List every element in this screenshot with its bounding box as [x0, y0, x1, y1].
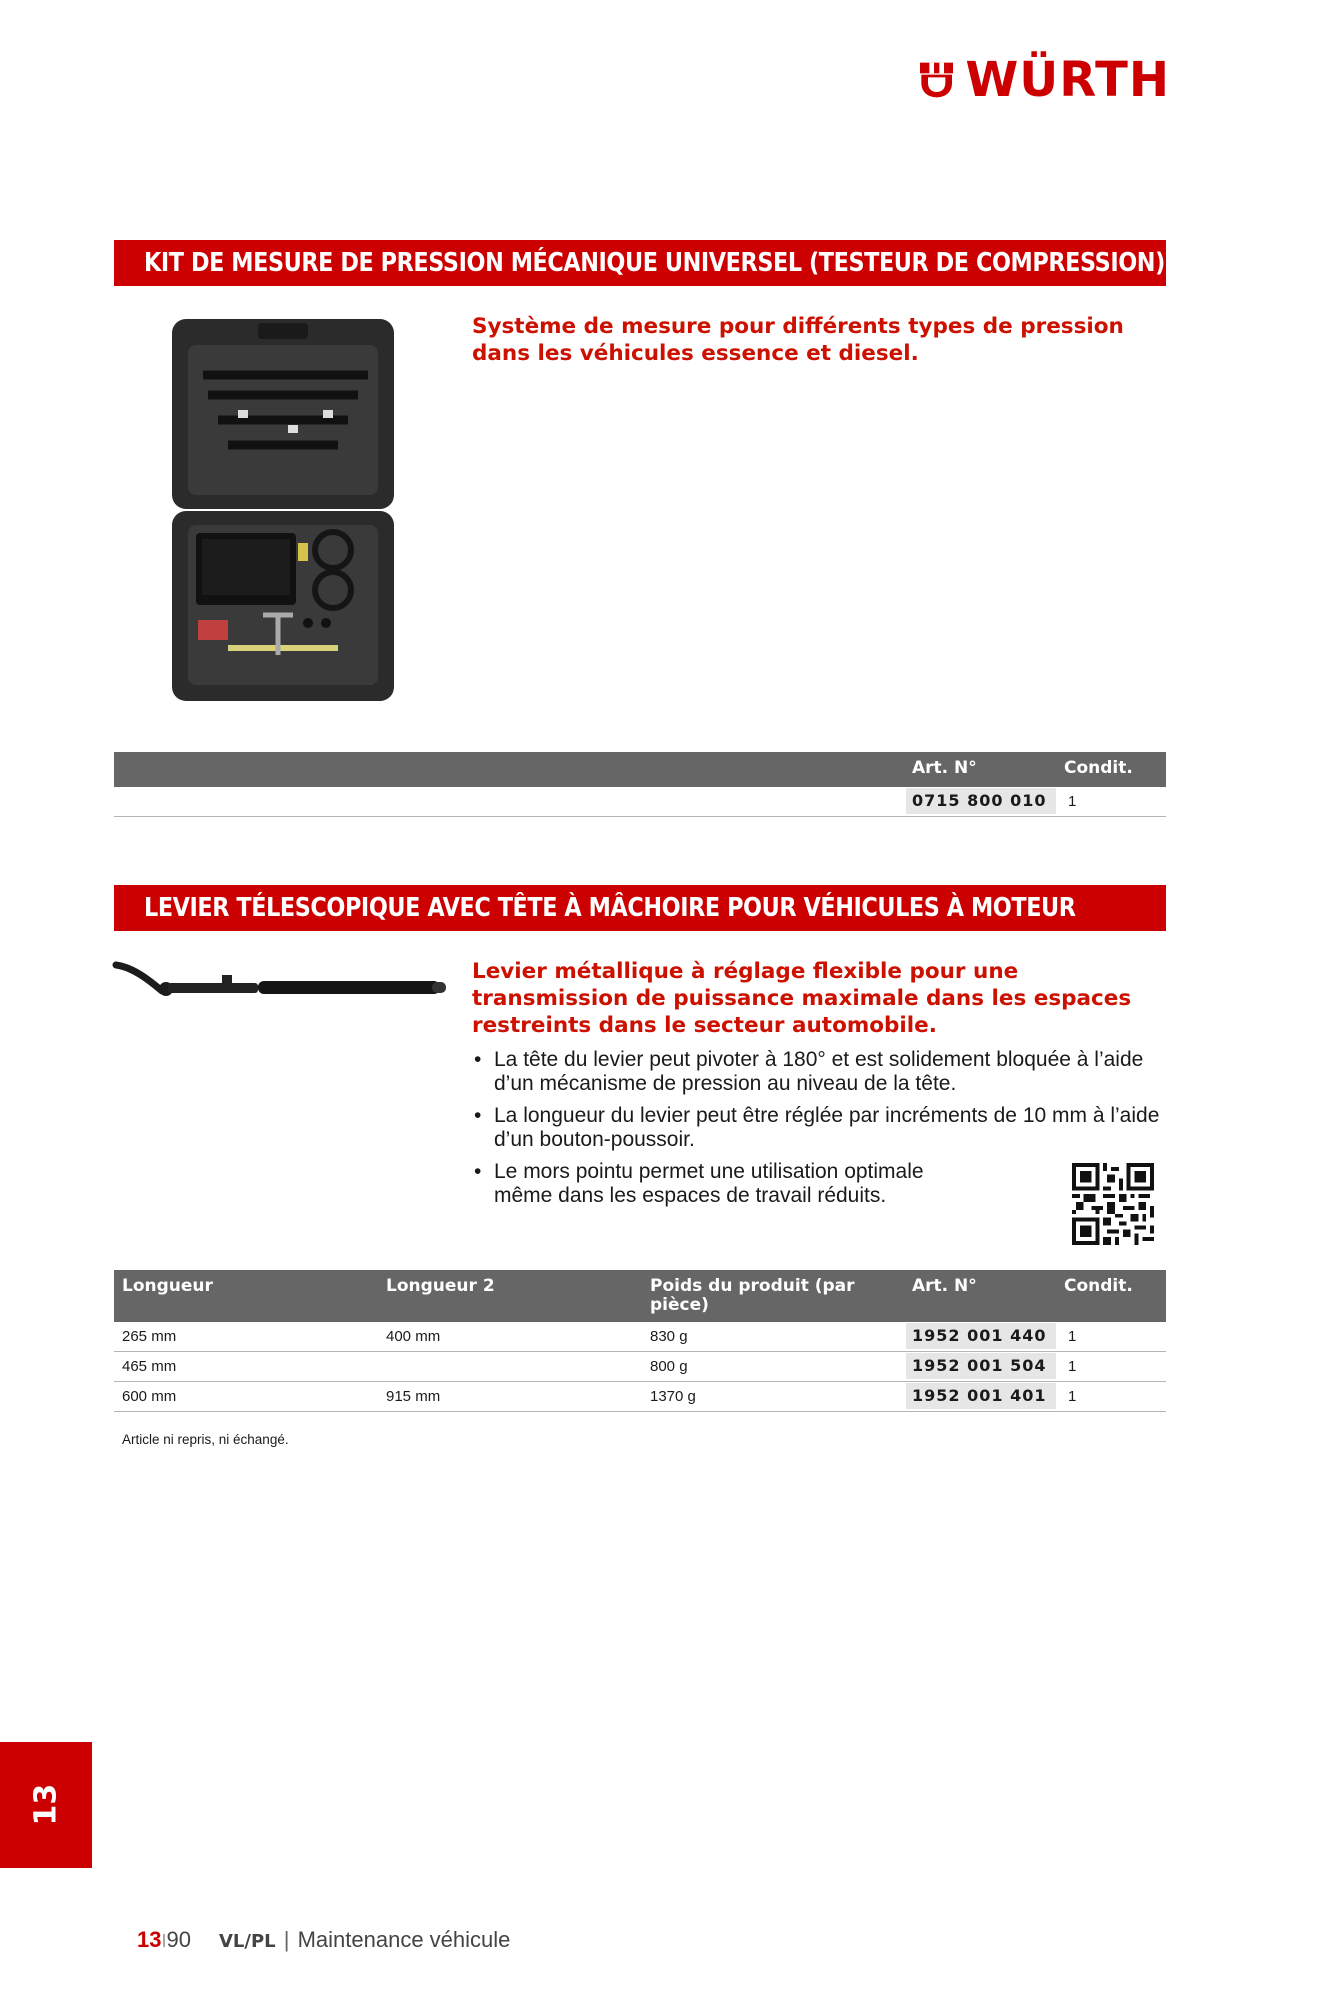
subpage-number: 90: [166, 1927, 191, 1952]
condit-value: 1: [1068, 1328, 1077, 1345]
brand-name: WÜRTH: [965, 52, 1170, 108]
longueur-value: 465 mm: [122, 1358, 177, 1375]
page-number: 13: [137, 1927, 162, 1952]
col-poids: Poids du produit (par pièce): [650, 1276, 855, 1315]
section2-lead: Levier métallique à réglage flexible pou…: [472, 959, 1132, 1038]
section2-title: LEVIER TÉLESCOPIQUE AVEC TÊTE À MÂCHOIRE…: [144, 893, 1076, 923]
col-art: Art. N°: [912, 1276, 977, 1296]
telescopic-lever-image: [112, 961, 446, 996]
footer-section: Maintenance véhicule: [297, 1927, 511, 1952]
table-row: 265 mm 400 mm 830 g 1952 001 440 1: [114, 1322, 1166, 1352]
col-condit: Condit.: [1064, 758, 1133, 778]
brand-logo: WÜRTH: [920, 52, 1170, 108]
col-longueur2: Longueur 2: [386, 1276, 495, 1296]
col-longueur: Longueur: [122, 1276, 213, 1296]
page-separator: I: [161, 1931, 167, 1951]
condit-value: 1: [1068, 1388, 1077, 1405]
footer-divider: |: [283, 1927, 290, 1952]
art-number: 1952 001 401: [906, 1383, 1056, 1409]
wurth-logo-icon: [920, 62, 954, 98]
section1-lead: Système de mesure pour différents types …: [472, 314, 1124, 366]
table-header: Art. N° Condit.: [114, 752, 1166, 787]
longueur-value: 265 mm: [122, 1328, 177, 1345]
longueur2-value: 400 mm: [386, 1328, 441, 1345]
table-row: 0715 800 010 1: [114, 787, 1166, 817]
compression-tester-kit-image: [172, 319, 394, 701]
art-number: 1952 001 504: [906, 1353, 1056, 1379]
qr-code-icon: [1072, 1163, 1154, 1245]
table-row: 465 mm 800 g 1952 001 504 1: [114, 1352, 1166, 1382]
longueur2-value: 915 mm: [386, 1388, 441, 1405]
section1-title-bar: KIT DE MESURE DE PRESSION MÉCANIQUE UNIV…: [114, 240, 1166, 286]
page-footer: 13I90 VL/PL | Maintenance véhicule: [137, 1927, 510, 1953]
poids-value: 1370 g: [650, 1388, 696, 1405]
poids-value: 830 g: [650, 1328, 688, 1345]
section1-table: Art. N° Condit. 0715 800 010 1: [114, 752, 1166, 817]
table-note: Article ni repris, ni échangé.: [122, 1432, 289, 1447]
feature-item: La longueur du levier peut être réglée p…: [472, 1104, 1172, 1152]
col-condit: Condit.: [1064, 1276, 1133, 1296]
table-header: Longueur Longueur 2 Poids du produit (pa…: [114, 1270, 1166, 1322]
feature-list: La tête du levier peut pivoter à 180° et…: [472, 1048, 1172, 1216]
condit-value: 1: [1068, 793, 1077, 810]
art-number: 1952 001 440: [906, 1323, 1056, 1349]
feature-item: La tête du levier peut pivoter à 180° et…: [472, 1048, 1172, 1096]
longueur-value: 600 mm: [122, 1388, 177, 1405]
footer-category: VL/PL: [218, 1931, 276, 1952]
section2-title-bar: LEVIER TÉLESCOPIQUE AVEC TÊTE À MÂCHOIRE…: [114, 885, 1166, 931]
col-art: Art. N°: [912, 758, 977, 778]
chapter-tab: 13: [0, 1742, 92, 1868]
feature-item: Le mors pointu permet une utilisation op…: [472, 1160, 934, 1208]
art-number: 0715 800 010: [906, 788, 1056, 814]
chapter-number: 13: [28, 1783, 64, 1826]
table-row: 600 mm 915 mm 1370 g 1952 001 401 1: [114, 1382, 1166, 1412]
section1-title: KIT DE MESURE DE PRESSION MÉCANIQUE UNIV…: [144, 248, 1165, 278]
poids-value: 800 g: [650, 1358, 688, 1375]
section2-table: Longueur Longueur 2 Poids du produit (pa…: [114, 1270, 1166, 1412]
condit-value: 1: [1068, 1358, 1077, 1375]
